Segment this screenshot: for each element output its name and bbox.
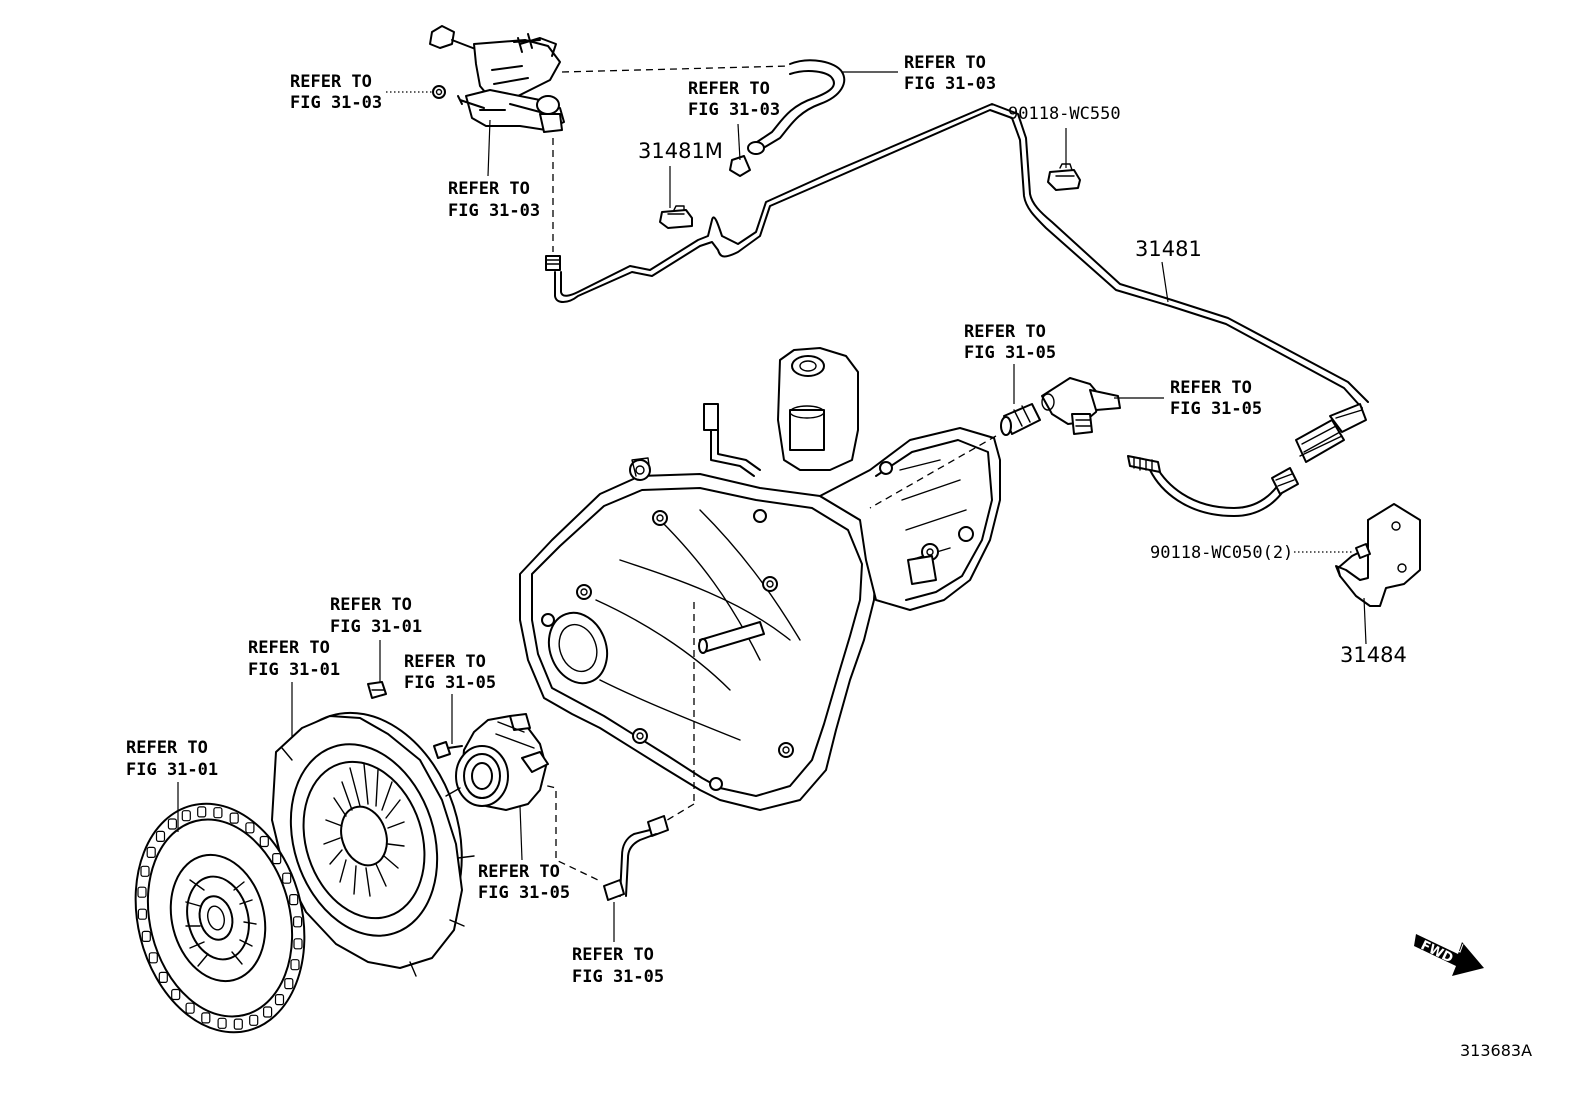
line-clip-31481m: [659, 205, 693, 229]
line-clip-90118-wc550: [1047, 163, 1081, 191]
callout-line: FIG 31-03: [688, 100, 780, 120]
callout-line: FIG 31-05: [964, 343, 1056, 363]
disc-friction-pad: [155, 830, 166, 843]
callout-mc-bracket: REFER TO FIG 31-03: [448, 179, 540, 221]
disc-friction-pad: [201, 1012, 211, 1024]
disc-friction-pad: [259, 835, 269, 848]
forward-arrow-label: FWD: [1418, 938, 1455, 966]
disc-friction-pad: [146, 846, 156, 859]
callout-mc-nut: REFER TO FIG 31-03: [290, 72, 382, 113]
disc-friction-pad: [293, 938, 303, 950]
clutch-line: [554, 103, 1369, 517]
diagram-code: 313683A: [1460, 1041, 1532, 1060]
disc-friction-pad: [282, 872, 292, 884]
callout-mid-hose: REFER TO FIG 31-03: [688, 79, 780, 120]
bleeder-pipe: [603, 815, 669, 901]
bracket-31484: [1335, 503, 1421, 607]
callout-line: FIG 31-05: [1170, 399, 1262, 419]
callout-line: REFER TO: [478, 862, 560, 882]
callout-bearing: REFER TO FIG 31-05: [478, 862, 570, 903]
transmission-housing: [519, 347, 1001, 811]
release-bearing: [455, 713, 549, 811]
callout-line: REFER TO: [290, 72, 372, 92]
callout-line: FIG 31-05: [478, 883, 570, 903]
part-number-bracket-bolt: 90118-WC050(2): [1150, 543, 1293, 563]
disc-friction-pad: [284, 977, 294, 990]
disc-friction-pad: [249, 1014, 259, 1026]
disc-friction-pad: [233, 1018, 243, 1030]
disc-friction-pad: [141, 930, 151, 943]
master-cylinder: [429, 25, 565, 133]
callout-line: FIG 31-05: [404, 673, 496, 693]
leader-lines: [177, 71, 1367, 942]
disc-friction-pad: [171, 988, 181, 1001]
callout-line: FIG 31-01: [126, 760, 218, 780]
disc-friction-pad: [137, 908, 147, 920]
part-number-line-clip: 31481M: [638, 139, 723, 163]
callout-line: REFER TO: [964, 322, 1046, 342]
callout-line: REFER TO: [1170, 378, 1252, 398]
bearing-bolt: [433, 741, 463, 759]
callout-line: REFER TO: [572, 945, 654, 965]
callout-bearing-bolt: REFER TO FIG 31-05: [404, 652, 496, 693]
disc-friction-pad: [290, 959, 300, 971]
cover-bolt: [367, 681, 387, 699]
part-number-bracket: 31484: [1340, 643, 1407, 667]
disc-friction-pad: [185, 1002, 195, 1014]
disc-friction-pad: [272, 852, 282, 865]
forward-arrow-icon: [1414, 931, 1484, 976]
callout-line: REFER TO: [330, 595, 412, 615]
clutch-cover: [271, 711, 475, 977]
callout-top-hose: REFER TO FIG 31-03: [904, 53, 996, 94]
callout-conn-right: REFER TO FIG 31-05: [1170, 378, 1262, 419]
disc-friction-pad: [181, 810, 191, 822]
callout-cover-bolt: REFER TO FIG 31-01: [330, 595, 422, 637]
clutch-disc: [134, 802, 306, 1034]
reservoir-hose: [729, 59, 846, 177]
disc-friction-pad: [263, 1006, 273, 1018]
callout-disc: REFER TO FIG 31-01: [126, 738, 218, 780]
callout-line: FIG 31-03: [290, 93, 382, 113]
callout-line: REFER TO: [248, 638, 330, 658]
callout-line: FIG 31-01: [248, 660, 340, 680]
disc-friction-pad: [167, 818, 177, 830]
callout-line: FIG 31-01: [330, 617, 422, 637]
callout-line: FIG 31-05: [572, 967, 664, 987]
disc-friction-pad: [148, 952, 158, 964]
part-number-clip-top: 90118-WC550: [1008, 104, 1121, 124]
disc-friction-pad: [293, 916, 303, 928]
disc-friction-pad: [197, 806, 207, 818]
callout-conn-upper: REFER TO FIG 31-05: [964, 322, 1056, 363]
disc-friction-pad: [245, 822, 255, 834]
line-connector: [1000, 377, 1161, 473]
disc-friction-pad: [137, 886, 147, 898]
disc-friction-pad: [213, 807, 223, 819]
callout-cover: REFER TO FIG 31-01: [248, 638, 340, 680]
callout-line: REFER TO: [688, 79, 770, 99]
disc-friction-pad: [274, 993, 285, 1006]
callout-line: FIG 31-03: [448, 201, 540, 221]
part-number-clutch-line: 31481: [1135, 237, 1202, 261]
callout-bleeder: REFER TO FIG 31-05: [572, 945, 664, 987]
disc-friction-pad: [229, 812, 239, 824]
line-fitting-top: [545, 255, 561, 271]
callout-line: REFER TO: [448, 179, 530, 199]
disc-friction-pad: [140, 865, 150, 877]
callout-line: FIG 31-03: [904, 74, 996, 94]
callout-line: REFER TO: [904, 53, 986, 73]
callout-line: REFER TO: [404, 652, 486, 672]
callout-line: REFER TO: [126, 738, 208, 758]
disc-friction-pad: [217, 1017, 227, 1029]
disc-friction-pad: [158, 971, 168, 984]
disc-friction-pad: [289, 893, 299, 906]
